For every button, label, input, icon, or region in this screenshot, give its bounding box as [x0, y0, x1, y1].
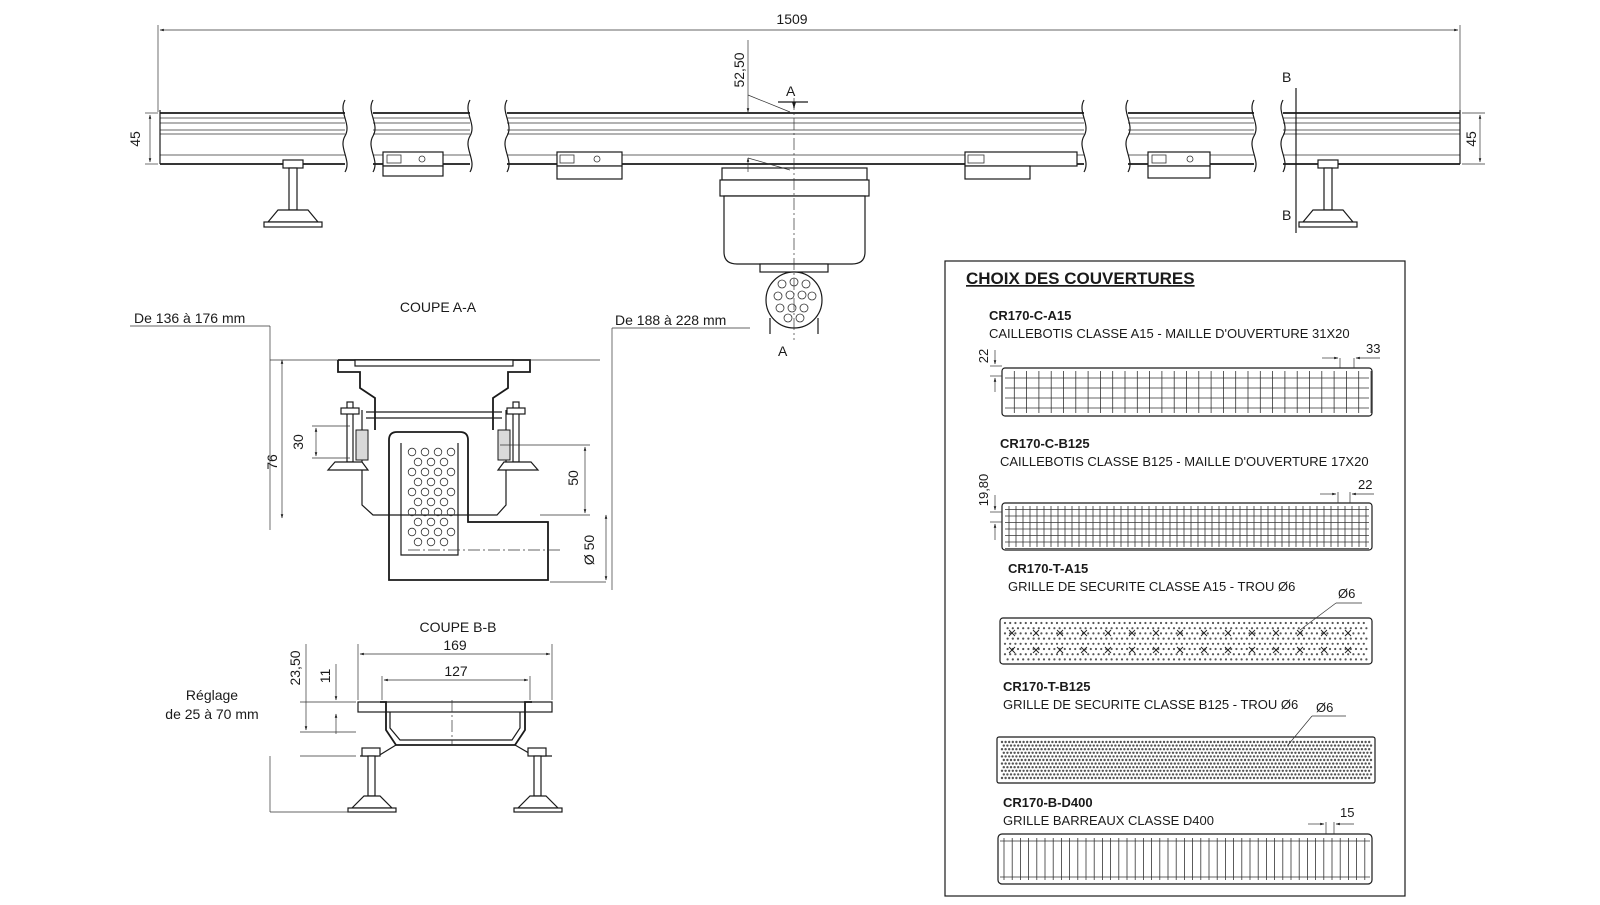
reglage-label-1: Réglage: [186, 687, 238, 703]
cover-3-dim-b: Ø6: [1338, 586, 1355, 601]
dim-50-label: 50: [565, 470, 581, 486]
section-b-b: COUPE B-B 169 127: [165, 619, 563, 813]
dim-30-label: 30: [290, 434, 306, 450]
cover-3-desc: GRILLE DE SECURITE CLASSE A15 - TROU Ø6: [1008, 579, 1295, 594]
channel-segment-5: [1280, 99, 1461, 173]
side-bolt-left: [326, 401, 370, 471]
cover-1-dim-b: 33: [1366, 341, 1380, 356]
top-view-channel: 1509: [127, 11, 1485, 359]
cover-item-4: CR170-T-B125 GRILLE DE SECURITE CLASSE B…: [996, 679, 1376, 784]
section-b-bottom-label: B: [1282, 207, 1291, 223]
channel-segment-4: [1125, 99, 1257, 179]
cover-3-perforation: [1003, 621, 1368, 661]
basket-perforation: [407, 447, 456, 547]
cover-1-desc: CAILLEBOTIS CLASSE A15 - MAILLE D'OUVERT…: [989, 326, 1350, 341]
cover-2-desc: CAILLEBOTIS CLASSE B125 - MAILLE D'OUVER…: [1000, 454, 1369, 469]
cover-item-2: CR170-C-B125 CAILLEBOTIS CLASSE B125 - M…: [976, 436, 1374, 551]
cover-2-dim-b: 22: [1358, 477, 1372, 492]
outlet-sump: [719, 98, 870, 340]
cover-1-code: CR170-C-A15: [989, 308, 1071, 323]
reglage-label-2: de 25 à 70 mm: [165, 706, 258, 722]
cover-item-5: CR170-B-D400 GRILLE BARREAUX CLASSE D400…: [997, 795, 1373, 885]
cover-4-desc: GRILLE DE SECURITE CLASSE B125 - TROU Ø6: [1003, 697, 1298, 712]
cover-5-bars: [1000, 838, 1370, 880]
coupe-bb-title: COUPE B-B: [419, 619, 496, 635]
channel-segment-3: [504, 99, 1087, 180]
cover-2-code: CR170-C-B125: [1000, 436, 1090, 451]
cover-4-perforation: [1000, 740, 1373, 780]
adjustable-foot-left: [263, 159, 323, 228]
range-left-label: De 136 à 176 mm: [134, 310, 245, 326]
cover-1-dim-a: 22: [976, 349, 991, 363]
cover-4-dim-b: Ø6: [1316, 700, 1333, 715]
section-a-top-label: A: [786, 83, 796, 99]
width-outer-label: 169: [443, 637, 467, 653]
covers-panel: CHOIX DES COUVERTURES CR170-C-A15 CAILLE…: [944, 260, 1406, 897]
cover-2-dim-a: 19,80: [976, 474, 991, 507]
dim-11-label: 11: [317, 669, 333, 684]
cover-5-code: CR170-B-D400: [1003, 795, 1093, 810]
channel-segment-2: [370, 99, 473, 177]
cover-5-desc: GRILLE BARREAUX CLASSE D400: [1003, 813, 1214, 828]
adjustable-foot-right: [1298, 159, 1358, 228]
outlet-offset-label: 52,50: [731, 52, 747, 87]
height-right-label: 45: [1463, 131, 1479, 147]
cover-4-code: CR170-T-B125: [1003, 679, 1090, 694]
height-left-label: 45: [127, 131, 143, 147]
section-a-a: COUPE A-A De 136 à 176 mm De 188 à 228 m…: [130, 299, 750, 590]
cover-item-1: CR170-C-A15 CAILLEBOTIS CLASSE A15 - MAI…: [976, 308, 1380, 417]
coupe-bb-foot-right: [513, 747, 563, 813]
covers-title: CHOIX DES COUVERTURES: [966, 269, 1195, 288]
cover-item-3: CR170-T-A15 GRILLE DE SECURITE CLASSE A1…: [999, 561, 1373, 665]
width-inner-label: 127: [444, 663, 468, 679]
channel-segment-1: [159, 99, 348, 173]
coupe-bb-foot-left: [347, 747, 397, 813]
dim-76-label: 76: [264, 454, 280, 470]
range-right-label: De 188 à 228 mm: [615, 312, 726, 328]
section-a-bottom-label: A: [778, 343, 788, 359]
cover-5-dim-b: 15: [1340, 805, 1354, 820]
dim-23-50-label: 23,50: [287, 650, 303, 685]
coupe-aa-title: COUPE A-A: [400, 299, 477, 315]
dim-dia50-label: Ø 50: [581, 535, 597, 566]
cover-2-mesh: [1005, 506, 1369, 549]
section-b-top-label: B: [1282, 69, 1291, 85]
side-bolt-right: [496, 401, 540, 471]
cover-1-mesh: [1005, 371, 1372, 413]
cover-3-code: CR170-T-A15: [1008, 561, 1088, 576]
overall-length-label: 1509: [776, 11, 807, 27]
